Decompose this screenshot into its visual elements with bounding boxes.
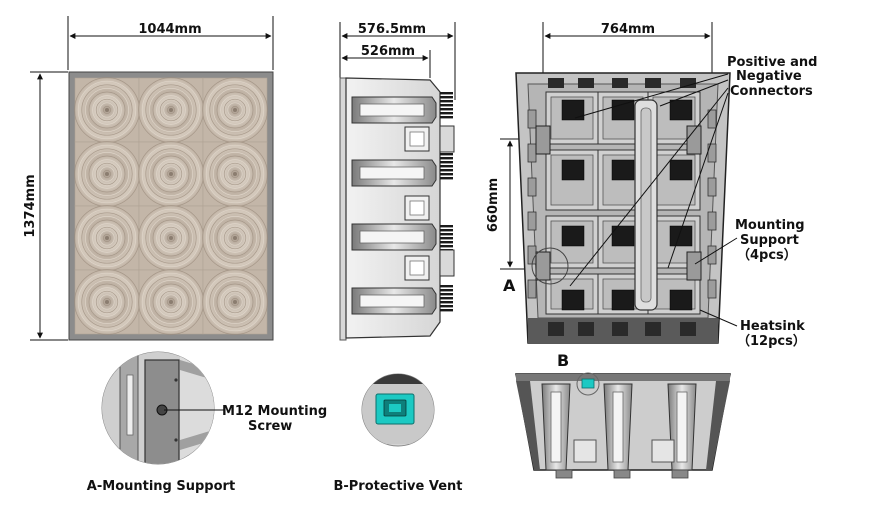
heatsink (561, 99, 585, 121)
bottom-foot (671, 469, 689, 479)
leader-line (574, 73, 729, 119)
bottom-rib (541, 383, 571, 471)
heatsink (611, 159, 635, 181)
bottom-window (651, 439, 675, 463)
lens-cell (74, 205, 140, 271)
side-fins (440, 153, 453, 180)
heatsink (561, 159, 585, 181)
side-view: 576.5mm 526mm (339, 22, 456, 341)
detail-a: M12 Mounting Screw A-Mounting Support (87, 351, 327, 494)
heatsink (669, 159, 693, 181)
mounting-support (535, 125, 551, 155)
bottom-right-edge (706, 381, 730, 470)
heatsink (669, 225, 693, 247)
mounting-label-line2: Support (740, 233, 799, 248)
side-total-depth-label: 576.5mm (358, 22, 426, 37)
lens-cell (138, 77, 204, 143)
side-bracket (439, 249, 455, 277)
lens-cell (138, 141, 204, 207)
back-width-label: 764mm (601, 22, 655, 37)
heatsink-bottom (612, 322, 628, 336)
caption-b: B-Protective Vent (333, 479, 462, 494)
side-fins (440, 92, 453, 119)
detail-circle-b (576, 372, 600, 396)
heatsink (561, 289, 585, 311)
lens-cell (74, 141, 140, 207)
leader-line (667, 92, 729, 269)
detail-b: B-Protective Vent (333, 373, 463, 494)
connectors-label-line1: Positive and (727, 55, 817, 70)
side-rib (351, 223, 437, 251)
side-bracket (439, 125, 455, 153)
mounting-label-line3: （4pcs） (737, 247, 797, 263)
side-fins (440, 225, 453, 252)
heatsink-top (548, 78, 564, 88)
heatsink-bottom (548, 322, 564, 336)
heatsink (561, 225, 585, 247)
leader-line (659, 79, 729, 107)
side-ribs (351, 92, 455, 315)
side-rib (351, 159, 437, 187)
side-rib (351, 287, 437, 315)
back-frames (527, 91, 717, 315)
lens-cell (138, 269, 204, 335)
heatsink-top (578, 78, 594, 88)
lens-cell (74, 77, 140, 143)
leader-line (694, 237, 738, 265)
front-width-label: 1044mm (138, 22, 201, 37)
mounting-label-line1: Mounting (735, 218, 805, 233)
bottom-view: B (515, 351, 731, 479)
bottom-ribs (541, 383, 697, 471)
detail-circle-a (531, 247, 569, 285)
lens-cell (74, 269, 140, 335)
side-lens-edge (339, 77, 347, 341)
marker-b: B (557, 351, 569, 370)
leader-line (699, 309, 738, 327)
connectors-label-line3: Connectors (730, 84, 813, 99)
lens-cell (202, 77, 268, 143)
heatsink-label-line2: （12pcs） (737, 333, 806, 349)
heatsink (611, 99, 635, 121)
bottom-window (573, 439, 597, 463)
heatsink (669, 99, 693, 121)
heatsink-bottom (680, 322, 696, 336)
screw-label-line2: Screw (248, 419, 292, 434)
back-view: 764mm 660mm A Positive and Negative Conn… (486, 22, 817, 349)
vent-marker (581, 378, 595, 389)
screw-label-line1: M12 Mounting (222, 404, 327, 419)
heatsinks (548, 78, 696, 336)
lens-grid (74, 77, 268, 335)
front-view: 1044mm 1374mm (23, 16, 274, 341)
side-fins (440, 285, 453, 312)
bottom-foot (555, 469, 573, 479)
side-rib (351, 96, 437, 124)
heatsink (669, 289, 693, 311)
heatsink-top (680, 78, 696, 88)
lens-cell (202, 269, 268, 335)
lens-cell (202, 205, 268, 271)
caption-a: A-Mounting Support (87, 479, 235, 494)
bottom-foot (613, 469, 631, 479)
heatsink-top (645, 78, 661, 88)
leader-line (569, 87, 729, 287)
side-body-depth-label: 526mm (361, 44, 415, 59)
heatsink (611, 225, 635, 247)
heatsink (611, 289, 635, 311)
heatsink-label-line1: Heatsink (740, 319, 805, 334)
bottom-left-edge (516, 381, 540, 470)
bottom-top-rim (516, 374, 730, 381)
heatsink-top (612, 78, 628, 88)
front-height-label: 1374mm (23, 174, 38, 237)
back-height-label: 660mm (486, 178, 501, 232)
heatsink-bottom (645, 322, 661, 336)
mounting-support (686, 251, 702, 281)
lens-cell (202, 141, 268, 207)
connectors-label-line2: Negative (736, 69, 802, 84)
heatsink-bottom (578, 322, 594, 336)
mounting-support (535, 251, 551, 281)
marker-a: A (503, 276, 516, 295)
bottom-rib (603, 383, 633, 471)
lens-cell (138, 205, 204, 271)
